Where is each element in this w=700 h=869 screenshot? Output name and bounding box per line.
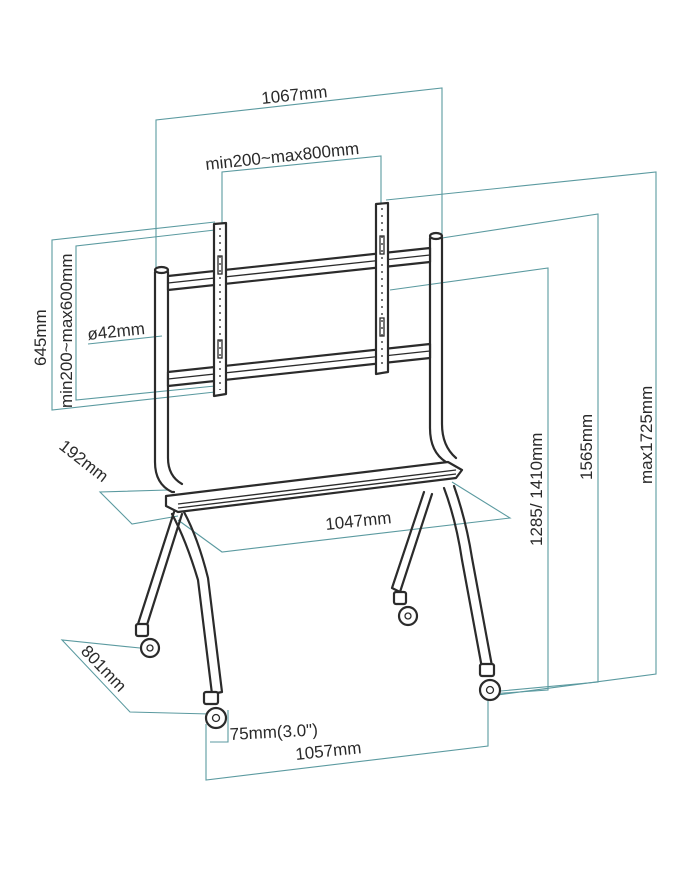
label-shelf-depth: 192mm xyxy=(56,436,112,486)
label-vesa-height: 645mm xyxy=(31,309,50,366)
label-mount-height: 1285/ 1410mm xyxy=(527,433,546,546)
caster-front-right xyxy=(478,662,502,702)
stand-frame xyxy=(136,201,494,696)
caster-wheels xyxy=(134,590,502,730)
caster-back-left xyxy=(134,622,161,659)
label-vesa-horizontal: min200~max800mm xyxy=(204,139,360,174)
label-base-width: 1057mm xyxy=(294,738,362,764)
label-overall-width: 1067mm xyxy=(260,82,328,108)
label-base-depth: 801mm xyxy=(77,642,130,696)
caster-back-right xyxy=(392,590,419,627)
dimension-lines xyxy=(51,87,657,781)
label-caster-size: 75mm(3.0") xyxy=(229,720,318,744)
dimension-labels: 1067mm min200~max800mm 645mm min200~max6… xyxy=(31,82,656,764)
label-max-height: max1725mm xyxy=(637,386,656,484)
label-pole-diameter: ø42mm xyxy=(86,319,145,344)
label-vesa-vertical: min200~max600mm xyxy=(57,254,76,409)
label-pole-height: 1565mm xyxy=(577,414,596,480)
label-shelf-width: 1047mm xyxy=(324,508,392,534)
caster-front-left xyxy=(202,690,228,730)
